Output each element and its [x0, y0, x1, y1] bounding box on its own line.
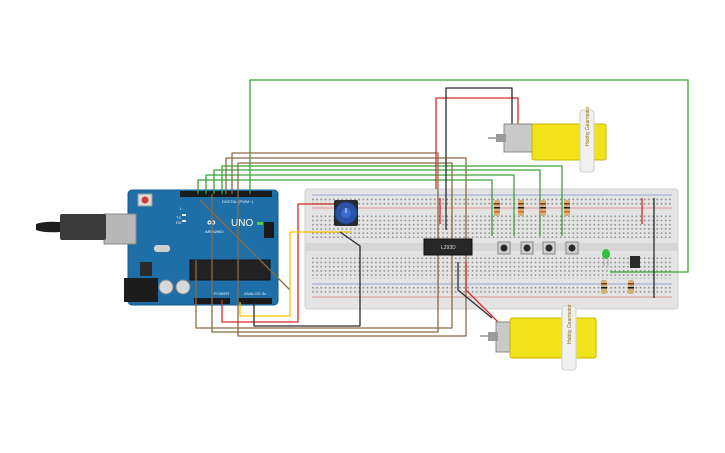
resistors — [494, 200, 634, 294]
motor-bottom-label: Hobby Gearmotor — [567, 304, 573, 344]
wire-green[interactable] — [205, 174, 515, 236]
arduino-logo-glyph: ∞ — [207, 215, 216, 229]
wire-red[interactable] — [435, 97, 519, 189]
wire-green[interactable] — [197, 179, 493, 236]
gearmotor-bottom[interactable]: Hobby Gearmotor — [480, 304, 597, 371]
wires — [195, 79, 689, 337]
push-buttons — [497, 241, 579, 255]
slide-switch[interactable] — [630, 256, 640, 268]
potentiometer[interactable] — [334, 200, 358, 226]
motor-driver-chip[interactable]: L293D — [423, 238, 473, 256]
wire-black[interactable] — [253, 231, 361, 327]
board-name-label: UNO — [231, 218, 253, 229]
driver-chip-label: L293D — [441, 245, 456, 251]
push-button[interactable] — [497, 241, 511, 255]
wire-brown[interactable] — [199, 199, 291, 291]
wire-red[interactable] — [221, 203, 344, 323]
power-header-label: POWER — [214, 291, 229, 296]
push-button[interactable] — [520, 241, 534, 255]
motor-top-label: Hobby Gearmotor — [585, 106, 591, 146]
arduino-uno-board[interactable]: ∞ UNO ARDUINO DIGITAL (PWM~) POWER ANALO… — [36, 189, 279, 306]
board-brand-label: ARDUINO — [205, 229, 223, 234]
analog-header-label: ANALOG IN — [244, 291, 266, 296]
wire-black[interactable] — [457, 262, 493, 319]
push-button[interactable] — [542, 241, 556, 255]
resistor[interactable] — [628, 280, 634, 294]
resistor[interactable] — [494, 200, 500, 216]
wire-red[interactable] — [465, 262, 499, 323]
wire-green[interactable] — [221, 165, 563, 236]
gearmotor-top[interactable]: Hobby Gearmotor — [488, 106, 607, 173]
push-button[interactable] — [565, 241, 579, 255]
wire-green[interactable] — [249, 79, 689, 273]
resistor[interactable] — [564, 200, 570, 216]
green-led[interactable] — [602, 249, 610, 266]
resistor[interactable] — [601, 280, 607, 294]
breadboard — [304, 188, 679, 310]
resistor[interactable] — [518, 200, 524, 216]
wire-yellow[interactable] — [239, 231, 352, 317]
rx-led-label: RX — [176, 220, 182, 225]
tx-led-label: TX — [176, 215, 181, 220]
wire-black[interactable] — [445, 87, 513, 230]
resistor[interactable] — [540, 200, 546, 216]
l-led-label: L — [180, 206, 183, 211]
